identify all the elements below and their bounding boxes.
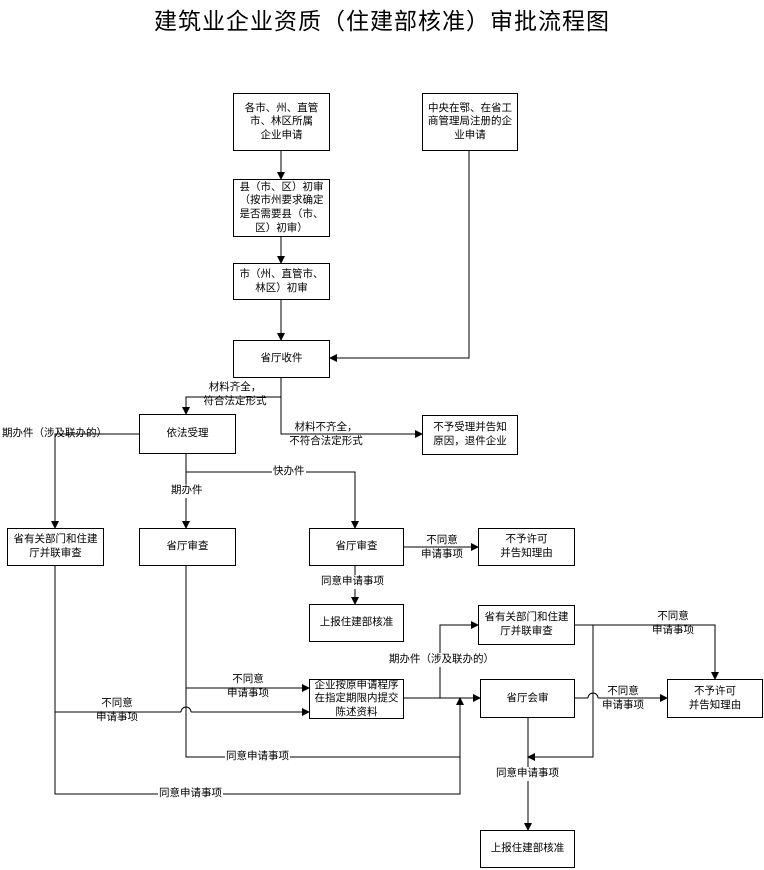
connector [54,697,464,795]
rejection-notice-box: 不予受理并告知 原因，退件企业 [422,415,518,455]
connector [280,397,423,438]
central-enterprise-application-box: 中央在鄂、在省工 商管理局注册的企 业申请 [422,93,518,151]
joint-review-left-box: 省有关部门和住建 厅并联审查 [7,528,104,566]
label-materials-complete: 材料齐全， 符合法定形式 [203,381,267,407]
label-disagree-top: 不同意 申请事项 [421,534,463,560]
county-preliminary-review-box: 县（市、区）初审 （按市州要求确定 是否需要县（市、 区）初审） [233,179,330,237]
denial-notice-box-bottom: 不予许可 并告知理由 [667,679,763,718]
connector [51,433,139,529]
report-ministry-box-top: 上报住建部核准 [309,604,404,642]
label-joint-case-right: 期办件（涉及联办的） [388,653,495,667]
connector [527,698,594,761]
connector [54,566,181,713]
connector [185,688,460,758]
diagram-title: 建筑业企业资质（住建部核准）审批流程图 [154,9,610,35]
connector [329,151,470,362]
city-enterprise-application-box: 各市、州、直管 市、林区所属 企业申请 [233,93,330,151]
label-agree-right: 同意申请事项 [495,767,560,781]
label-disagree-middle: 不同意 申请事项 [227,673,269,699]
denial-notice-box-top: 不予许可 并告知理由 [478,528,575,566]
label-fast-case: 快办件 [272,465,306,479]
connector [186,471,359,529]
label-materials-incomplete: 材料不齐全， 不符合法定形式 [289,421,363,447]
label-agree-bottom: 同意申请事项 [158,787,223,801]
provincial-review-right-box: 省厅审查 [309,528,404,566]
connector [439,621,479,698]
label-regular-case: 期办件 [170,484,204,498]
label-joint-case-left: 期办件（涉及联办的） [2,427,107,439]
provincial-joint-meeting-box: 省厅会审 [480,679,575,718]
provincial-receipt-box: 省厅收件 [233,340,330,378]
label-disagree-right-top: 不同意 申请事项 [652,610,694,636]
connector [587,692,599,699]
connector [180,706,192,713]
joint-review-right-box: 省有关部门和住建 厅并联审查 [478,605,575,645]
label-disagree-left: 不同意 申请事项 [96,697,138,723]
provincial-review-middle-box: 省厅审查 [139,528,236,566]
label-agree-top: 同意申请事项 [320,575,385,589]
connector [575,624,594,698]
label-disagree-right: 不同意 申请事项 [602,685,644,711]
label-agree-middle: 同意申请事项 [225,750,290,764]
connector [182,378,282,415]
enterprise-statement-box: 企业按原申请程序 在指定期限内提交 陈述资料 [309,679,404,719]
connector [185,566,310,692]
report-ministry-box-bottom: 上报住建部核准 [480,830,575,868]
city-preliminary-review-box: 市（州、直管市、 林区）初审 [233,263,330,300]
connector [575,624,719,680]
lawful-acceptance-box: 依法受理 [139,414,236,454]
